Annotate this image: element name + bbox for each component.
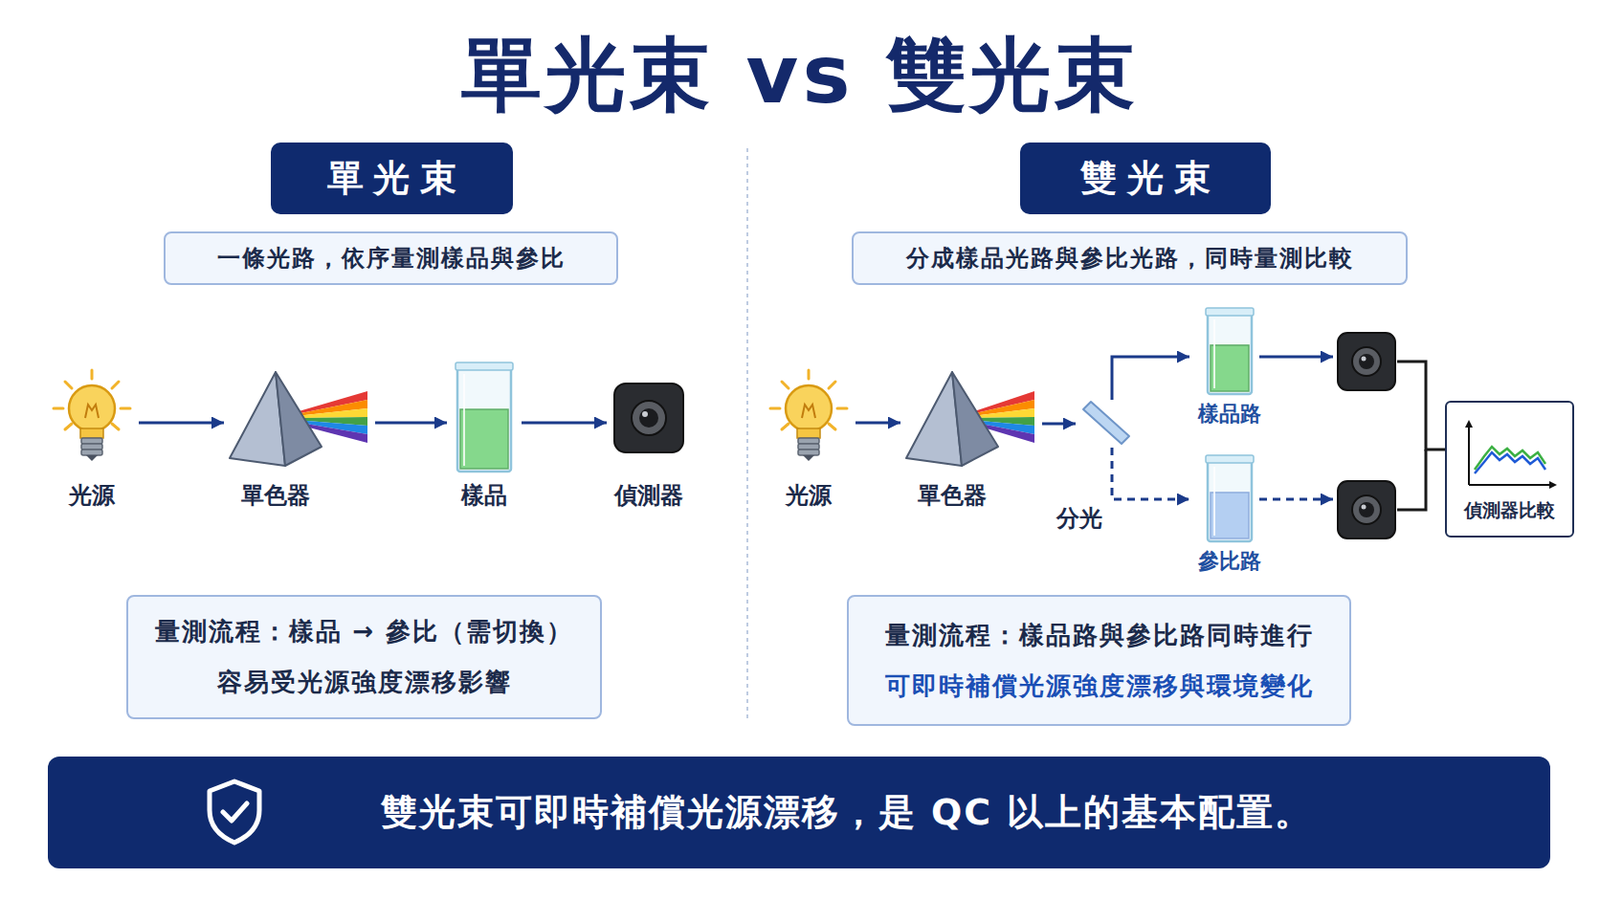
beam-arrow: [1111, 356, 1190, 400]
label-text: 光源: [48, 480, 135, 512]
beam-arrow: [855, 422, 901, 425]
beam-arrow: [1042, 422, 1076, 426]
bulb-icon: [48, 355, 135, 481]
prism-icon: [227, 355, 372, 481]
cuvB-icon: [1191, 451, 1268, 548]
cuvG-icon: [1191, 304, 1268, 400]
detector-icon: [1337, 481, 1396, 539]
component-icon: 偵測器: [610, 355, 688, 512]
label-text: 樣品路: [1191, 400, 1268, 429]
header-box: 雙光束: [1020, 142, 1271, 215]
label-text: 參比路: [1191, 547, 1268, 577]
beam-arrow: [138, 422, 224, 425]
det-icon: [610, 355, 688, 481]
component-icon: 單色器: [227, 355, 372, 512]
conclusion-banner: 雙光束可即時補償光源漂移，是 QC 以上的基本配置。: [47, 756, 1551, 869]
spectrum-chart: [1455, 414, 1563, 491]
label-text: 分光: [1048, 503, 1111, 534]
beam-splitter: 分光: [1079, 400, 1134, 448]
note-box: 量測流程：樣品 → 參比（需切換） 容易受光源強度漂移影響: [126, 595, 602, 720]
label-text: 量測流程：樣品路與參比路同時進行: [885, 619, 1314, 653]
label-text: 單色器: [904, 480, 1000, 512]
divider-line: [746, 148, 749, 720]
shield-icon: [203, 777, 266, 847]
title: 單光束 vs 雙光束: [0, 21, 1600, 131]
label-text: 雙光束可即時補償光源漂移，是 QC 以上的基本配置。: [380, 788, 1314, 838]
label-text: 容易受光源強度漂移影響: [217, 666, 512, 700]
beam-arrow: [521, 422, 607, 425]
beam-arrow: [1259, 355, 1334, 359]
comparison-box: 偵測器比較: [1444, 400, 1575, 538]
label-text: 光源: [765, 480, 852, 512]
label-text: 可即時補償光源強度漂移與環境變化: [885, 669, 1314, 704]
beam-arrow: [1111, 447, 1190, 500]
signal-wire: [1397, 361, 1451, 450]
beam-arrow: [1259, 498, 1334, 502]
component-icon: 樣品路: [1191, 304, 1268, 429]
summary-box: 一條光路，依序量測樣品與參比: [163, 231, 619, 286]
label-text: 單光束: [316, 154, 467, 203]
mirror-icon: [1079, 400, 1134, 448]
detector-icon: [1337, 333, 1396, 391]
component-icon: 光源: [48, 355, 135, 512]
summary-box: 分成樣品光路與參比光路，同時量測比較: [851, 231, 1408, 286]
label-text: 一條光路，依序量測樣品與參比: [217, 243, 566, 274]
prism-icon: [904, 355, 1039, 481]
label-text: 單色器: [227, 480, 324, 512]
component-icon: 光源: [765, 355, 852, 512]
component-icon: 樣品: [450, 355, 518, 512]
label-text: 樣品: [450, 480, 518, 512]
label-text: 偵測器: [610, 480, 688, 512]
label-text: 分成樣品光路與參比光路，同時量測比較: [906, 243, 1355, 274]
bulb-icon: [765, 355, 852, 481]
cuvBig-icon: [450, 355, 518, 481]
label-text: 偵測器比較: [1464, 498, 1556, 524]
note-box: 量測流程：樣品路與參比路同時進行可即時補償光源強度漂移與環境變化: [846, 595, 1352, 727]
signal-wire: [1397, 449, 1426, 511]
beam-arrow: [375, 422, 447, 425]
label-text: 量測流程：樣品 → 參比（需切換）: [155, 615, 575, 649]
label-text: 雙光束: [1070, 154, 1222, 203]
header-box: 單光束: [270, 142, 513, 215]
component-icon: 單色器: [904, 355, 1039, 512]
component-icon: 參比路: [1191, 451, 1268, 577]
